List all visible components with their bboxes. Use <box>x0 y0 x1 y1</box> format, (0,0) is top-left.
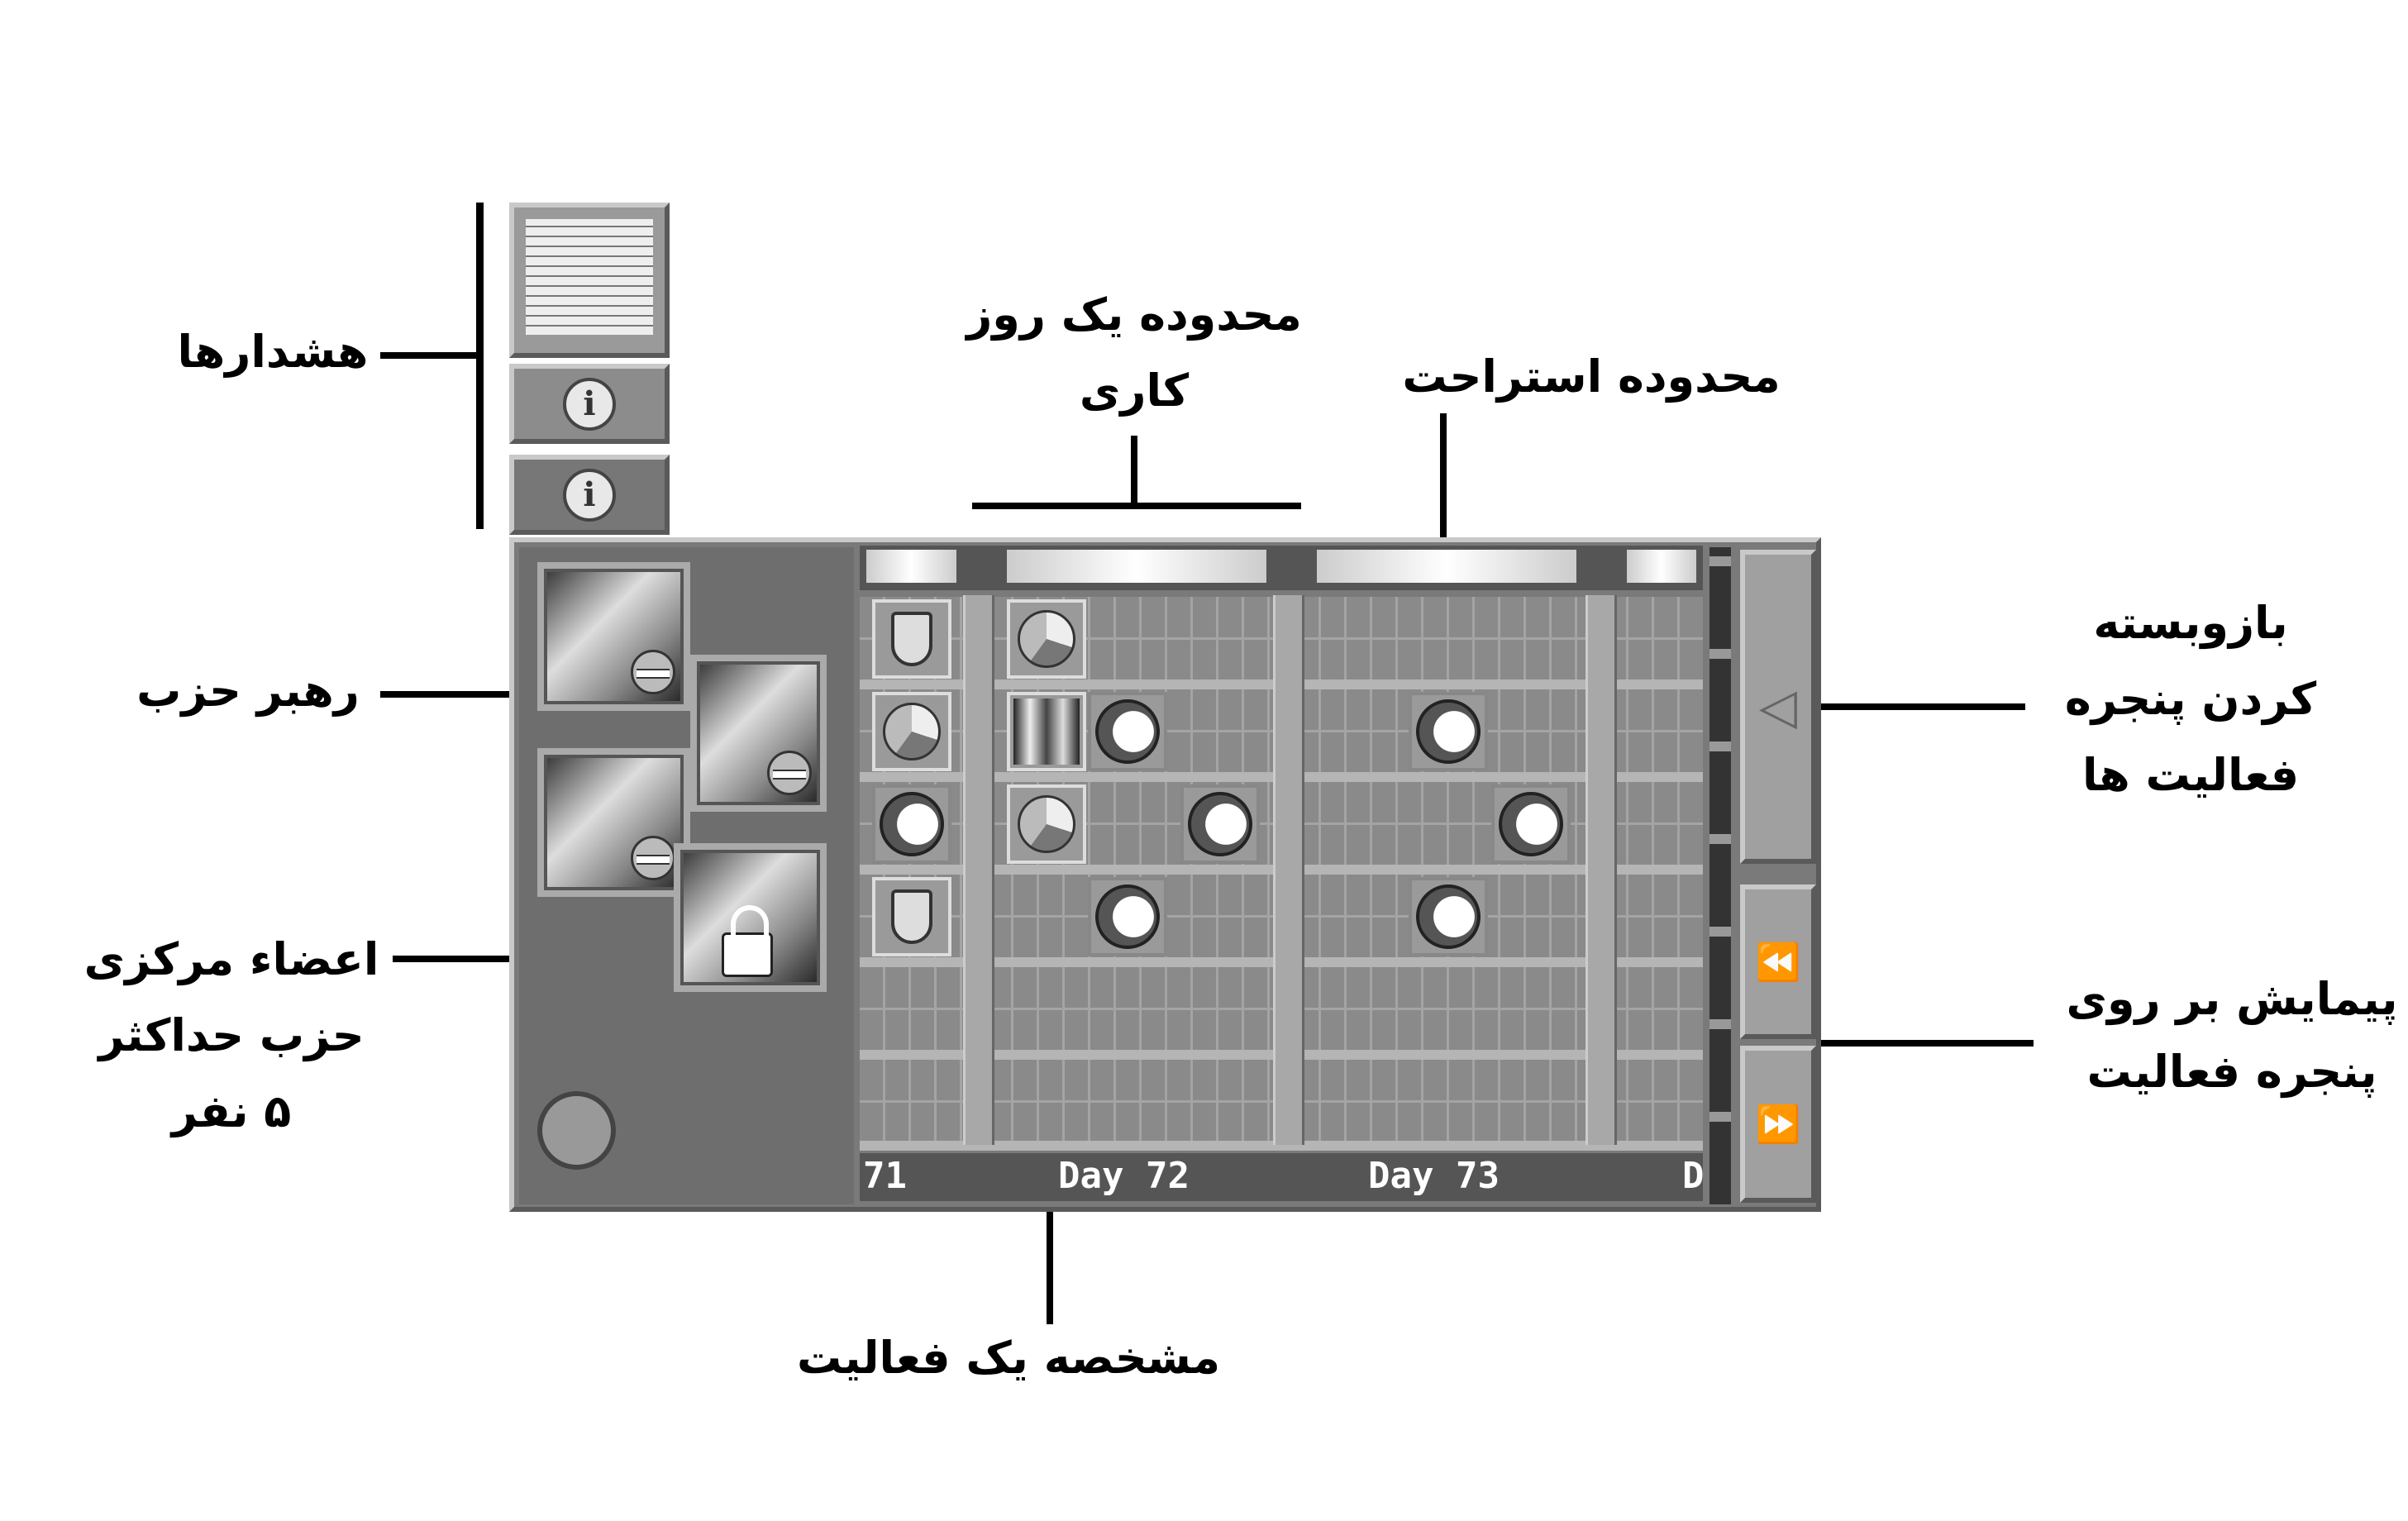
toggle-pointer <box>1806 703 2025 710</box>
activity-cell[interactable] <box>872 877 951 956</box>
alert-letter-button[interactable] <box>509 203 670 358</box>
activity-marker-label: مشخصه یک فعالیت <box>796 1332 1221 1384</box>
vertical-scrollbar[interactable] <box>1709 547 1731 1204</box>
scroll-window-label: پیمایش بر روی پنجره فعالیت <box>2066 973 2398 1098</box>
scroll-forward-button[interactable]: ⏩ <box>1740 1046 1816 1203</box>
locked-member-portrait[interactable] <box>674 843 827 992</box>
clock-icon <box>1499 792 1563 856</box>
activity-cell[interactable] <box>872 692 951 771</box>
info-icon: i <box>563 377 616 431</box>
alerts-label: هشدارها <box>177 326 369 378</box>
rest-range-label: محدوده استراحت <box>1402 350 1781 403</box>
clock-icon <box>880 792 944 856</box>
work-day-label: محدوده یک روز کاری <box>966 288 1302 417</box>
pie-chart-icon <box>883 703 941 760</box>
clock-icon <box>1188 792 1252 856</box>
faces-icon <box>1013 699 1080 765</box>
day-segment-header <box>864 547 959 585</box>
activity-cell[interactable] <box>872 599 951 679</box>
member-portrait[interactable] <box>537 748 690 897</box>
clock-icon <box>1416 884 1481 949</box>
toggle-window-label: بازوبسته کردن پنجره فعالیت ها <box>2064 597 2317 801</box>
rest-period-separator <box>1273 595 1304 1145</box>
shield-icon <box>891 889 932 944</box>
clock-icon <box>1095 699 1160 764</box>
pie-chart-icon <box>1018 795 1075 853</box>
alerts-pointer <box>380 352 478 359</box>
collapse-window-button[interactable]: ◁ <box>1740 550 1816 864</box>
day-segment-header <box>1314 547 1579 585</box>
row-divider <box>860 1141 1703 1151</box>
day-label: D <box>1682 1155 1703 1197</box>
clock-icon <box>1095 884 1160 949</box>
rewind-icon: ⏪ <box>1755 941 1801 984</box>
activity-cell[interactable] <box>1491 784 1571 864</box>
activity-cell[interactable] <box>1409 692 1488 771</box>
day-label: Day 72 <box>1058 1155 1190 1197</box>
pie-chart-icon <box>1018 610 1075 668</box>
status-badge-icon <box>767 751 812 795</box>
day-label: Day 73 <box>1368 1155 1500 1197</box>
party-leader-label: رهبر حزب <box>136 665 360 717</box>
scroll-pointer <box>1786 1040 2034 1047</box>
activity-cell[interactable] <box>1088 877 1167 956</box>
day-segment-header <box>1624 547 1699 585</box>
party-emblem-icon[interactable] <box>537 1091 616 1170</box>
day-label: 71 <box>863 1155 907 1197</box>
party-leader-portrait[interactable] <box>537 562 690 711</box>
member-portrait[interactable] <box>690 655 827 812</box>
clock-icon <box>1416 699 1481 764</box>
work-day-pointer <box>1131 436 1137 508</box>
activity-cell[interactable] <box>872 784 951 864</box>
activity-cell[interactable] <box>1180 784 1260 864</box>
alerts-bracket <box>476 203 484 529</box>
work-day-bracket <box>972 503 1301 509</box>
central-members-label: اعضاء مرکزی حزب حداکثر ۵ نفر <box>83 933 379 1137</box>
rest-period-separator <box>1585 595 1617 1145</box>
alert-info-button[interactable]: i <box>509 364 670 444</box>
lock-icon <box>722 905 773 977</box>
info-icon: i <box>563 468 616 522</box>
day-segment-header <box>1004 547 1269 585</box>
leader-pointer <box>380 691 570 698</box>
status-badge-icon <box>631 650 675 694</box>
rest-period-separator <box>963 595 994 1145</box>
day-labels-bar: 71 Day 72 Day 73 D <box>860 1153 1703 1201</box>
letter-icon <box>526 219 653 335</box>
activity-cell[interactable] <box>1088 692 1167 771</box>
alert-info-button[interactable]: i <box>509 455 670 535</box>
activity-cell[interactable] <box>1007 784 1086 864</box>
activity-cell[interactable] <box>1409 877 1488 956</box>
activity-cell[interactable] <box>1007 692 1086 771</box>
triangle-left-icon: ◁ <box>1758 678 1798 736</box>
activity-cell[interactable] <box>1007 599 1086 679</box>
status-badge-icon <box>631 836 675 880</box>
scroll-back-button[interactable]: ⏪ <box>1740 884 1816 1039</box>
fast-forward-icon: ⏩ <box>1755 1104 1801 1146</box>
shield-icon <box>891 612 932 666</box>
